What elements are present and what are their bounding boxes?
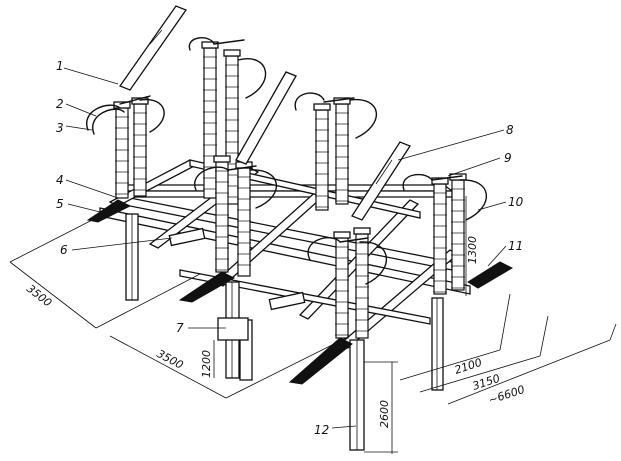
insulator-column — [113, 101, 131, 199]
dimension-lines — [9, 196, 617, 454]
callout-4: 4 — [56, 173, 64, 187]
drive-box — [217, 317, 249, 341]
callout-labels: 1 2 3 4 5 6 7 8 9 10 11 12 — [56, 59, 524, 437]
insulator-column — [333, 231, 351, 339]
lever-2 — [235, 71, 297, 165]
insulator-column — [313, 103, 331, 211]
callout-5: 5 — [56, 197, 64, 211]
callout-6: 6 — [60, 243, 68, 257]
dim-left-depth: 3500 — [24, 282, 54, 309]
post-rear-right — [431, 297, 444, 391]
drive-rods — [168, 227, 306, 341]
operating-levers — [118, 5, 411, 221]
horn-gaps — [86, 199, 514, 385]
frame-beam-back-2 — [125, 190, 453, 198]
lever-1 — [118, 5, 188, 91]
horn-mid — [178, 271, 236, 303]
insulator-column — [353, 227, 371, 339]
callout-2: 2 — [56, 97, 64, 111]
callout-3: 3 — [56, 121, 64, 135]
callout-1: 1 — [56, 59, 64, 73]
callout-10: 10 — [508, 195, 524, 209]
dim-span-2100: 2100 — [453, 356, 484, 377]
lever-3 — [351, 141, 411, 221]
callout-11: 11 — [508, 239, 523, 253]
contact-arcs — [85, 37, 487, 285]
insulator-column — [213, 155, 231, 273]
rod-6 — [168, 227, 206, 247]
frame — [99, 159, 471, 349]
dim-insulator-height: 1300 — [466, 236, 479, 264]
horn-right — [467, 261, 514, 289]
insulator-column — [449, 173, 467, 291]
insulator-column — [333, 97, 351, 205]
callout-8: 8 — [506, 123, 514, 137]
callout-9: 9 — [504, 151, 512, 165]
dim-post-small: 1200 — [200, 350, 213, 378]
insulator-column — [235, 161, 253, 277]
insulator-column — [431, 177, 449, 295]
callout-7: 7 — [176, 321, 184, 335]
insulator-column — [131, 97, 149, 197]
rod-7 — [268, 291, 306, 311]
insulator-columns — [113, 41, 467, 339]
dim-post-height: 2600 — [378, 400, 391, 428]
callout-12: 12 — [314, 423, 329, 437]
insulator-column — [223, 49, 241, 205]
callout-leaders — [63, 67, 507, 429]
horn-front — [288, 337, 353, 385]
